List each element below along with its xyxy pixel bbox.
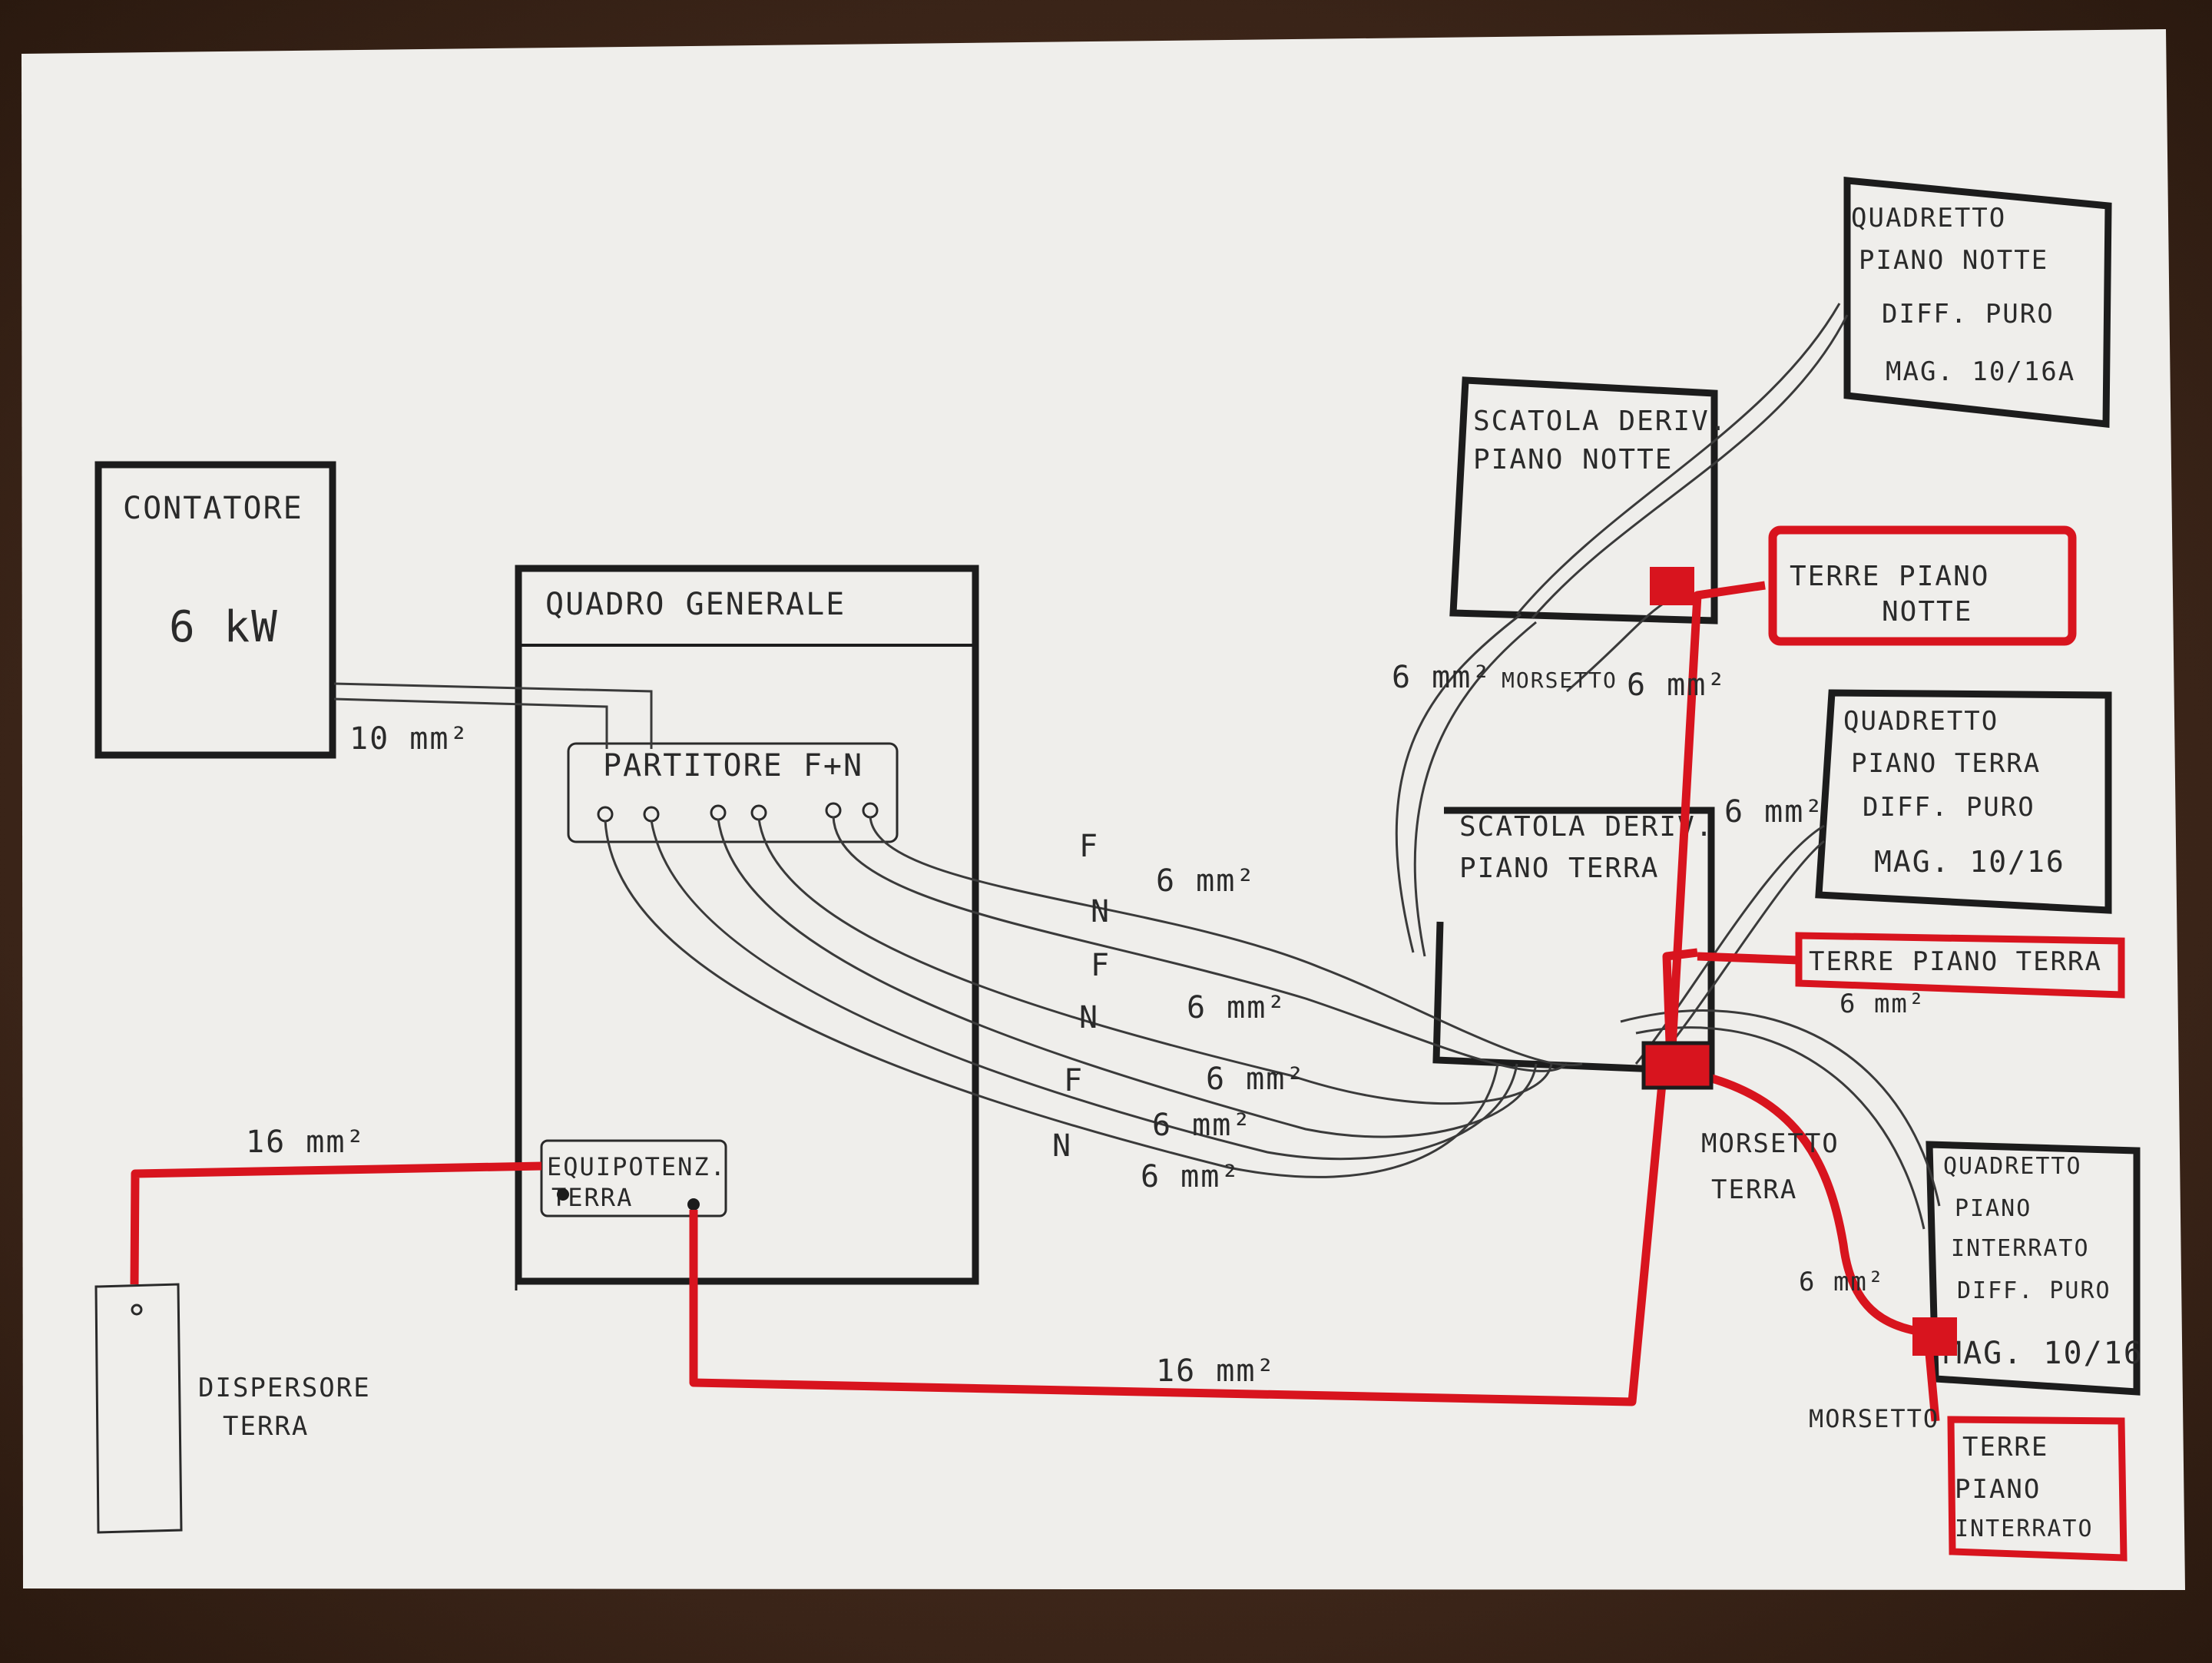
wire-f3-label: F [1064, 1063, 1084, 1098]
scatola-terra-box: SCATOLA DERIV. PIANO TERRA [1432, 807, 1715, 1075]
terre-notte-box: TERRE PIANO NOTTE [1768, 525, 2077, 646]
section-5-label: 6 mm² [1141, 1159, 1240, 1194]
terre-interrato-line1: TERRE [1962, 1432, 2048, 1463]
interrato-ground-label: 6 mm² [1799, 1267, 1885, 1297]
dispersore-label1: DISPERSORE [198, 1373, 371, 1403]
quadretto-interrato-line3: INTERRATO [1951, 1235, 2090, 1262]
notte-right-label: 6 mm² [1627, 668, 1727, 703]
quadretto-notte-box: QUADRETTO PIANO NOTTE DIFF. PURO MAG. 10… [1843, 177, 2112, 429]
interrato-top-label: 6 mm² [1839, 989, 1926, 1019]
terre-notte-line2: NOTTE [1882, 596, 1972, 628]
wire-labels: 10 mm² 16 mm² 16 mm² F N F N F N 6 mm² 6… [246, 660, 1939, 1433]
wire-f2-label: F [1091, 948, 1111, 983]
quadretto-notte-line2: PIANO NOTTE [1859, 245, 2048, 276]
ground-screw-icon [557, 1188, 569, 1201]
section-1-label: 6 mm² [1156, 863, 1256, 899]
quadretto-notte-line4: MAG. 10/16A [1886, 356, 2075, 387]
morsetto-notte-block [1650, 567, 1694, 605]
terre-terra-label: TERRE PIANO TERRA [1809, 946, 2102, 977]
wire-n3-label: N [1052, 1128, 1072, 1164]
morsetto-terra-label1: MORSETTO [1701, 1128, 1839, 1159]
quadretto-terra-line3: DIFF. PURO [1863, 792, 2035, 823]
equipotenziale-line1: EQUIPOTENZ. [547, 1152, 727, 1181]
dispersore-link-label: 16 mm² [246, 1125, 366, 1160]
contatore-title: CONTATORE [123, 491, 303, 526]
quadretto-terra-line1: QUADRETTO [1843, 706, 1998, 737]
section-4-label: 6 mm² [1152, 1108, 1252, 1143]
wire-n1-label: N [1091, 894, 1111, 929]
dispersore-rod: DISPERSORE TERRA [94, 1283, 371, 1534]
partitore-label: PARTITORE F+N [603, 748, 863, 783]
terre-notte-line1: TERRE PIANO [1790, 561, 1989, 592]
terra-right-label: 6 mm² [1724, 794, 1824, 830]
quadretto-interrato-line1: QUADRETTO [1943, 1153, 2082, 1180]
quadretto-notte-line3: DIFF. PURO [1882, 299, 2055, 330]
dispersore-label2: TERRA [223, 1411, 309, 1442]
section-3-label: 6 mm² [1206, 1062, 1306, 1097]
terre-interrato-box: TERRE PIANO INTERRATO [1947, 1416, 2128, 1562]
ground-screw-icon [131, 1304, 143, 1316]
scatola-terra-line2: PIANO TERRA [1459, 853, 1659, 884]
morsetto-terra-label2: TERRA [1711, 1174, 1797, 1205]
quadro-generale-box: QUADRO GENERALE [515, 565, 979, 1290]
quadretto-terra-line4: MAG. 10/16 [1874, 845, 2065, 879]
quadro-generale-title: QUADRO GENERALE [545, 587, 846, 622]
morsetto-interrato-label: MORSETTO [1809, 1404, 1939, 1433]
terre-interrato-line2: PIANO [1955, 1474, 2041, 1505]
ground-screw-icon [687, 1198, 700, 1211]
section-2-label: 6 mm² [1187, 990, 1286, 1025]
scatola-terra-line1: SCATOLA DERIV. [1459, 811, 1714, 843]
main-feed-label: 10 mm² [349, 721, 470, 757]
terre-terra-box: TERRE PIANO TERRA [1795, 932, 2125, 999]
morsetto-notte-label: MORSETTO [1502, 668, 1618, 693]
quadretto-interrato-line5: MAG. 10/16 [1943, 1336, 2144, 1371]
notte-left-label: 6 mm² [1392, 660, 1492, 695]
equipotenziale-terminal: EQUIPOTENZ. TERRA [540, 1139, 727, 1217]
contatore-power: 6 kW [169, 602, 279, 652]
quadretto-notte-line1: QUADRETTO [1851, 203, 2006, 234]
quadretto-interrato-line2: PIANO [1955, 1195, 2032, 1222]
scatola-notte-box: SCATOLA DERIV. PIANO NOTTE [1449, 376, 1727, 624]
morsetto-interrato-block [1912, 1317, 1957, 1356]
ground-return-label: 16 mm² [1156, 1353, 1277, 1389]
wire-n2-label: N [1079, 1000, 1099, 1035]
partitore-terminal: PARTITORE F+N [567, 742, 899, 843]
terre-interrato-line3: INTERRATO [1955, 1516, 2094, 1542]
scatola-notte-line1: SCATOLA DERIV. [1473, 406, 1727, 437]
quadretto-interrato-box: QUADRETTO PIANO INTERRATO DIFF. PURO MAG… [1926, 1141, 2144, 1396]
morsetto-terra-block [1641, 1041, 1714, 1090]
scatola-notte-line2: PIANO NOTTE [1473, 444, 1673, 475]
contatore-box: CONTATORE 6 kW [94, 461, 336, 759]
wires-phase-neutral [333, 303, 1941, 1230]
quadretto-interrato-line4: DIFF. PURO [1957, 1277, 2111, 1304]
quadretto-terra-line2: PIANO TERRA [1851, 748, 2041, 779]
wire-f1-label: F [1079, 829, 1099, 864]
